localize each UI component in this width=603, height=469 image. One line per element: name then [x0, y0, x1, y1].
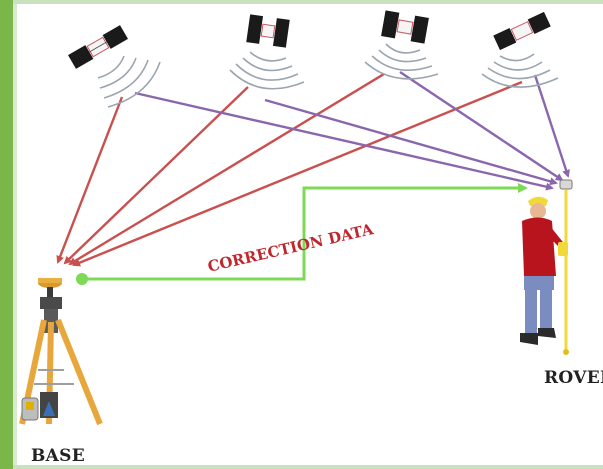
signal-line-sat3-base	[68, 72, 385, 266]
signal-wave-icon	[97, 55, 125, 79]
satellite-3	[381, 10, 429, 44]
signal-line-sat3-rover	[399, 71, 564, 182]
signal-wave-4	[481, 53, 559, 88]
signal-wave-icon	[249, 51, 287, 62]
gnss-antenna-icon	[38, 278, 62, 297]
left-frame-border	[0, 0, 13, 469]
correction-link	[76, 183, 528, 285]
surveyor-icon	[520, 196, 568, 345]
bottom-frame-border	[13, 465, 603, 469]
signals-to-rover	[134, 71, 570, 191]
satellite-icon	[246, 14, 290, 48]
left-frame-inner	[13, 0, 17, 469]
signal-line-sat1-base	[56, 96, 124, 264]
rover-label: ROVEF	[544, 368, 603, 388]
base-station	[19, 278, 103, 426]
top-frame-border	[13, 0, 603, 4]
base-label: BASE	[31, 446, 85, 466]
satellite-4	[493, 11, 551, 51]
satellite-2	[246, 14, 290, 48]
satellite-1	[68, 25, 128, 69]
signal-line-sat2-rover	[264, 98, 558, 186]
rover-station	[520, 179, 573, 355]
signal-wave-3	[364, 43, 439, 80]
correction-link-origin-dot	[76, 273, 88, 285]
satellite-icon	[493, 11, 551, 51]
signal-wave-icon	[385, 43, 421, 54]
signal-line-sat4-base	[72, 80, 523, 267]
signal-wave-1	[97, 55, 161, 108]
signal-line-sat4-rover	[533, 74, 570, 178]
signal-line-sat1-rover	[134, 91, 554, 191]
satellite-icon	[68, 25, 128, 69]
signal-wave-2	[229, 51, 305, 90]
signal-wave-icon	[499, 53, 535, 62]
tripod-icon	[19, 297, 103, 426]
survey-pole-icon	[559, 179, 573, 355]
signal-line-sat2-base	[63, 86, 249, 265]
satellite-icon	[381, 10, 429, 44]
correction-link-path	[83, 183, 528, 281]
signals-to-base	[56, 72, 523, 267]
